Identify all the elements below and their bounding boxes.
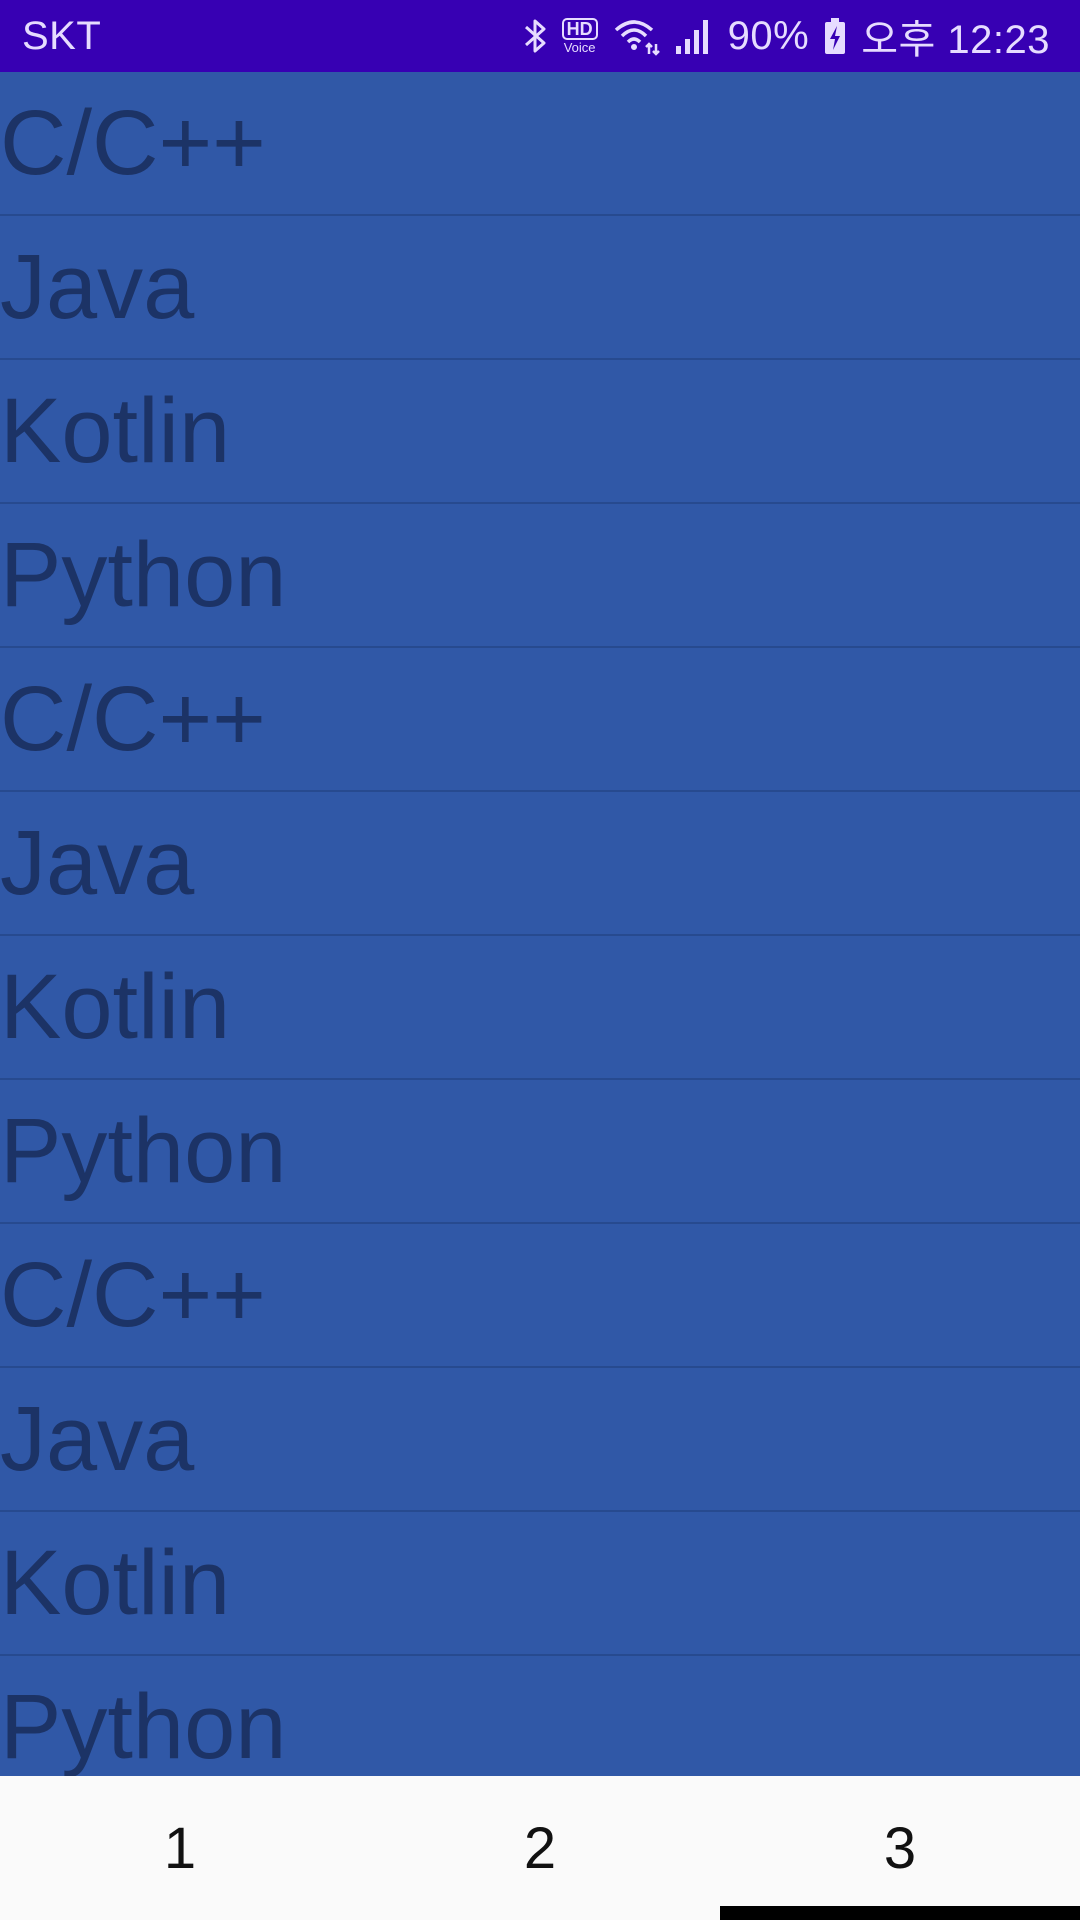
status-bar: SKT HD Voice <box>0 0 1080 72</box>
list-item[interactable]: Python <box>0 1656 1080 1777</box>
bluetooth-icon <box>522 16 548 56</box>
language-list[interactable]: C/C++ Java Kotlin Python C/C++ Java Kotl… <box>0 72 1080 1776</box>
hd-voice-icon: HD Voice <box>561 18 598 54</box>
tab-3[interactable]: 3 <box>720 1776 1080 1920</box>
list-item[interactable]: Kotlin <box>0 1512 1080 1656</box>
clock: 오후 12:23 <box>861 18 1050 62</box>
battery-charging-icon <box>823 16 847 56</box>
list-item[interactable]: Java <box>0 1368 1080 1512</box>
wifi-icon <box>612 16 660 56</box>
list-item[interactable]: C/C++ <box>0 648 1080 792</box>
carrier-name: SKT <box>22 13 102 58</box>
signal-icon <box>674 16 714 56</box>
list-item[interactable]: Python <box>0 504 1080 648</box>
list-item[interactable]: Kotlin <box>0 936 1080 1080</box>
tab-1[interactable]: 1 <box>163 1815 197 1881</box>
list-item[interactable]: Java <box>0 792 1080 936</box>
list-item[interactable]: C/C++ <box>0 1224 1080 1368</box>
battery-percent: 90% <box>727 13 810 58</box>
tab-2[interactable]: 2 <box>523 1815 557 1881</box>
status-icons: HD Voice 90% <box>522 7 1050 65</box>
list-item[interactable]: Python <box>0 1080 1080 1224</box>
list-item[interactable]: Java <box>0 216 1080 360</box>
list-item[interactable]: C/C++ <box>0 72 1080 216</box>
bottom-tab-bar: 1 2 3 <box>0 1776 1080 1920</box>
list-item[interactable]: Kotlin <box>0 360 1080 504</box>
